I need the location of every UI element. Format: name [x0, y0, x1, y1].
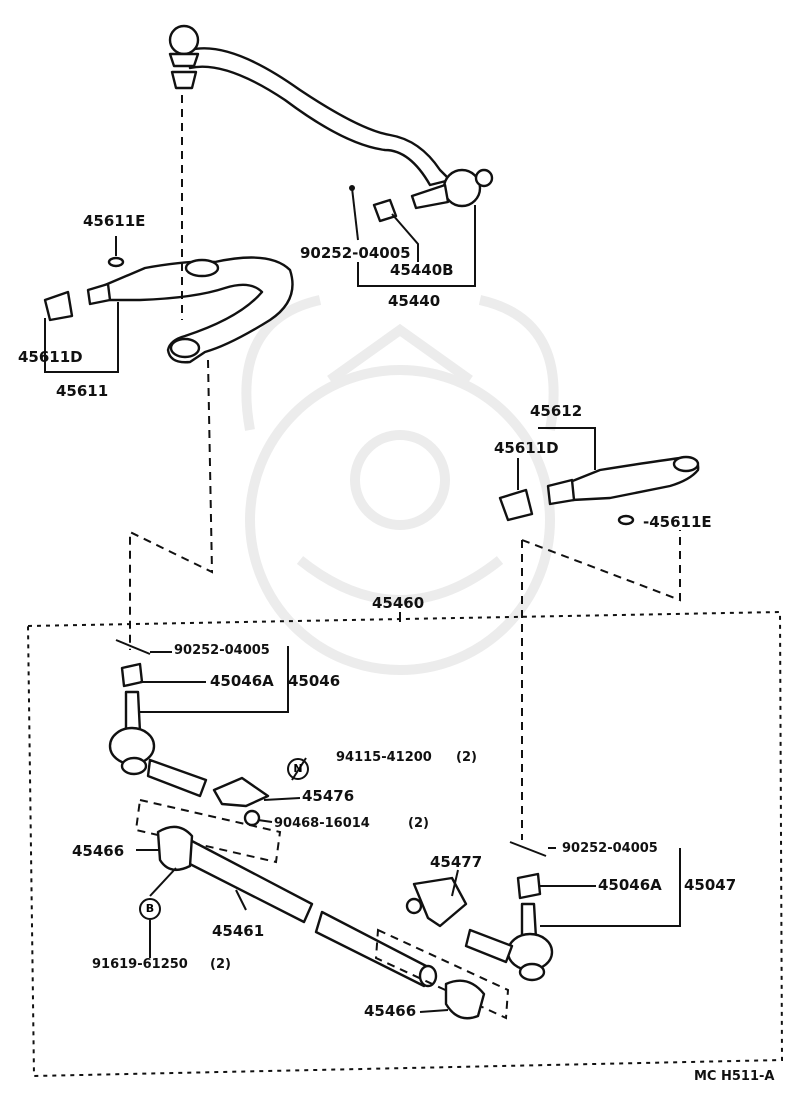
leader-lines	[44, 205, 681, 1013]
label-45461: 45461	[212, 922, 265, 940]
idler-arm-45611	[43, 256, 294, 364]
clamp-box-left	[134, 798, 282, 864]
label-90468-qty: (2)	[408, 816, 429, 831]
diagram-code: MC H511-A	[694, 1069, 775, 1084]
label-94115-qty: (2)	[456, 750, 477, 765]
label-90252-04005-top: 90252-04005	[300, 244, 411, 262]
label-45477: 45477	[430, 853, 483, 871]
label-90468-16014: 90468-16014	[274, 816, 370, 831]
label-45612: 45612	[530, 402, 583, 420]
label-45466-right: 45466	[364, 1002, 417, 1020]
badge-b: B	[139, 898, 161, 920]
label-45476: 45476	[302, 787, 355, 805]
label-94115-41200: 94115-41200	[336, 750, 432, 765]
label-91619-qty: (2)	[210, 957, 231, 972]
label-45460: 45460	[372, 594, 425, 612]
label-45466-left: 45466	[72, 842, 125, 860]
label-45440: 45440	[388, 292, 441, 310]
drag-link-45440	[168, 24, 494, 241]
badge-n: N	[287, 758, 309, 780]
watermark-samurai	[241, 295, 559, 675]
label-90252-04005-low: 90252-04005	[562, 841, 658, 856]
idler-arm-45612	[498, 455, 700, 526]
label-45046: 45046	[288, 672, 341, 690]
label-45611D-left: 45611D	[18, 348, 83, 366]
clamp-45466-right	[444, 979, 486, 1020]
clamp-box-right	[374, 928, 510, 1020]
label-45047: 45047	[684, 876, 737, 894]
tie-rod-end-45046	[108, 639, 270, 827]
label-45611E-top: 45611E	[83, 212, 146, 230]
label-45611: 45611	[56, 382, 109, 400]
label-45046A-right: 45046A	[598, 876, 662, 894]
label-45046A-left: 45046A	[210, 672, 274, 690]
label-91619-61250: 91619-61250	[92, 957, 188, 972]
label-45611D-right: 45611D	[494, 439, 559, 457]
label-90252-04005-mid: 90252-04005	[174, 643, 270, 658]
alignment-dash-lines	[129, 95, 681, 840]
label-45440B: 45440B	[390, 261, 454, 279]
assembly-box-45460	[26, 610, 784, 1078]
tie-rod-tube-45461	[156, 825, 438, 988]
label-45611E-right: -45611E	[643, 513, 712, 531]
